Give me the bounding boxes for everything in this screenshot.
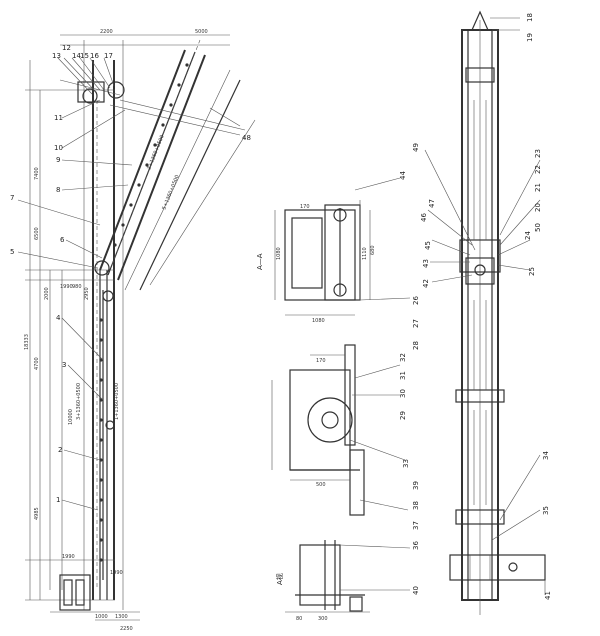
callout-30: 30 — [399, 389, 407, 398]
dim-1110: 1110 — [362, 247, 368, 260]
dim-chain-a: 3+1360+0500 — [76, 383, 82, 420]
callout-1: 1 — [56, 496, 60, 504]
dim-chain-c: 5+1360+0500 — [161, 174, 180, 211]
callout-39: 39 — [412, 481, 420, 490]
callout-19: 19 — [526, 33, 534, 42]
callout-26: 26 — [412, 296, 420, 305]
dim-300: 300 — [318, 616, 328, 622]
foot-detail-dimensions: 80 300 — [296, 616, 328, 622]
callout-17: 17 — [104, 52, 113, 60]
dim-170: 170 — [300, 204, 310, 210]
callout-16: 16 — [90, 52, 99, 60]
dim-18333: 18333 — [24, 334, 30, 350]
callout-40: 40 — [412, 586, 420, 595]
section-a-a-view: A—A — [256, 177, 411, 316]
right-callouts: 18 19 49 46 47 45 43 42 24 25 20 21 22 2… — [412, 13, 552, 600]
callout-13: 13 — [52, 52, 61, 60]
dim-1080b: 1080 — [312, 318, 325, 324]
dim-1990: 1990 — [60, 284, 73, 290]
dim-1990c: 1990 — [110, 570, 123, 576]
callout-27: 27 — [412, 319, 420, 328]
dim-2200: 2200 — [100, 29, 113, 35]
callout-12: 12 — [62, 44, 71, 52]
callout-28: 28 — [412, 341, 420, 350]
callout-11: 11 — [54, 114, 63, 122]
callout-24: 24 — [524, 231, 532, 240]
callout-37: 37 — [412, 521, 420, 530]
callout-29: 29 — [399, 411, 407, 420]
dim-1080: 1080 — [276, 247, 282, 260]
dim-1000: 1000 — [95, 614, 108, 620]
left-callouts: 13 12 14 15 16 17 11 10 9 8 7 6 5 4 3 2 … — [10, 44, 251, 504]
dim-chain-b: 1+1360+0500 — [114, 383, 120, 420]
callout-36: 36 — [412, 541, 420, 550]
callout-49: 49 — [412, 143, 420, 152]
wheel-detail-view — [271, 344, 409, 516]
callout-6: 6 — [60, 236, 65, 244]
dim-500: 500 — [316, 482, 326, 488]
callout-47: 47 — [428, 199, 436, 208]
dim-10000: 10000 — [68, 409, 74, 425]
dim-1990b: 1990 — [62, 554, 75, 560]
callout-22: 22 — [534, 165, 542, 174]
callout-25: 25 — [528, 267, 536, 276]
dim-2250: 2250 — [120, 626, 133, 632]
callout-48: 48 — [242, 134, 251, 142]
wheel-detail-dimensions: 500 170 — [316, 358, 326, 488]
callout-18: 18 — [526, 13, 534, 22]
dim-2000: 2000 — [44, 287, 50, 300]
callout-33: 33 — [402, 459, 410, 468]
dim-5000: 5000 — [195, 29, 208, 35]
dim-7400: 7400 — [34, 167, 40, 180]
callout-43: 43 — [422, 259, 430, 268]
section-label: A—A — [256, 253, 264, 270]
dim-6500: 6500 — [34, 227, 40, 240]
dim-1300: 1300 — [115, 614, 128, 620]
foot-detail-view — [285, 540, 411, 613]
middle-callouts: 44 26 27 28 29 30 31 32 33 38 39 37 36 4… — [275, 171, 420, 595]
dim-4700: 4700 — [34, 357, 40, 370]
dim-680: 680 — [370, 245, 376, 255]
callout-46: 46 — [420, 213, 428, 222]
callout-5: 5 — [10, 248, 14, 256]
callout-7: 7 — [10, 194, 14, 202]
dim-980: 980 — [72, 284, 82, 290]
callout-10: 10 — [54, 144, 63, 152]
callout-14: 14 — [72, 52, 81, 60]
dim-2950: 2950 — [84, 287, 90, 300]
callout-42: 42 — [422, 279, 430, 288]
callout-41: 41 — [544, 591, 552, 600]
callout-3: 3 — [62, 361, 66, 369]
callout-21: 21 — [534, 183, 542, 192]
callout-2: 2 — [58, 446, 62, 454]
callout-31: 31 — [399, 371, 407, 380]
callout-44: 44 — [399, 171, 407, 180]
dim-80: 80 — [296, 616, 302, 622]
callout-35: 35 — [542, 506, 550, 515]
callout-23: 23 — [534, 149, 542, 158]
callout-20: 20 — [534, 203, 542, 212]
right-column-view — [424, 10, 546, 615]
section-a-a-dimensions: 1080 1110 1080 170 680 — [276, 204, 376, 324]
callout-4: 4 — [56, 314, 61, 322]
callout-15: 15 — [80, 52, 89, 60]
callout-9: 9 — [56, 156, 60, 164]
callout-50: 50 — [534, 223, 542, 232]
left-elevation-view — [17, 34, 256, 621]
callout-32: 32 — [399, 353, 407, 362]
callout-a-view: A视 — [275, 573, 284, 585]
callout-34: 34 — [542, 451, 550, 460]
dim-4985: 4985 — [34, 507, 40, 520]
callout-8: 8 — [56, 186, 60, 194]
callout-38: 38 — [412, 501, 420, 510]
callout-45: 45 — [424, 241, 432, 250]
dim-170b: 170 — [316, 358, 326, 364]
